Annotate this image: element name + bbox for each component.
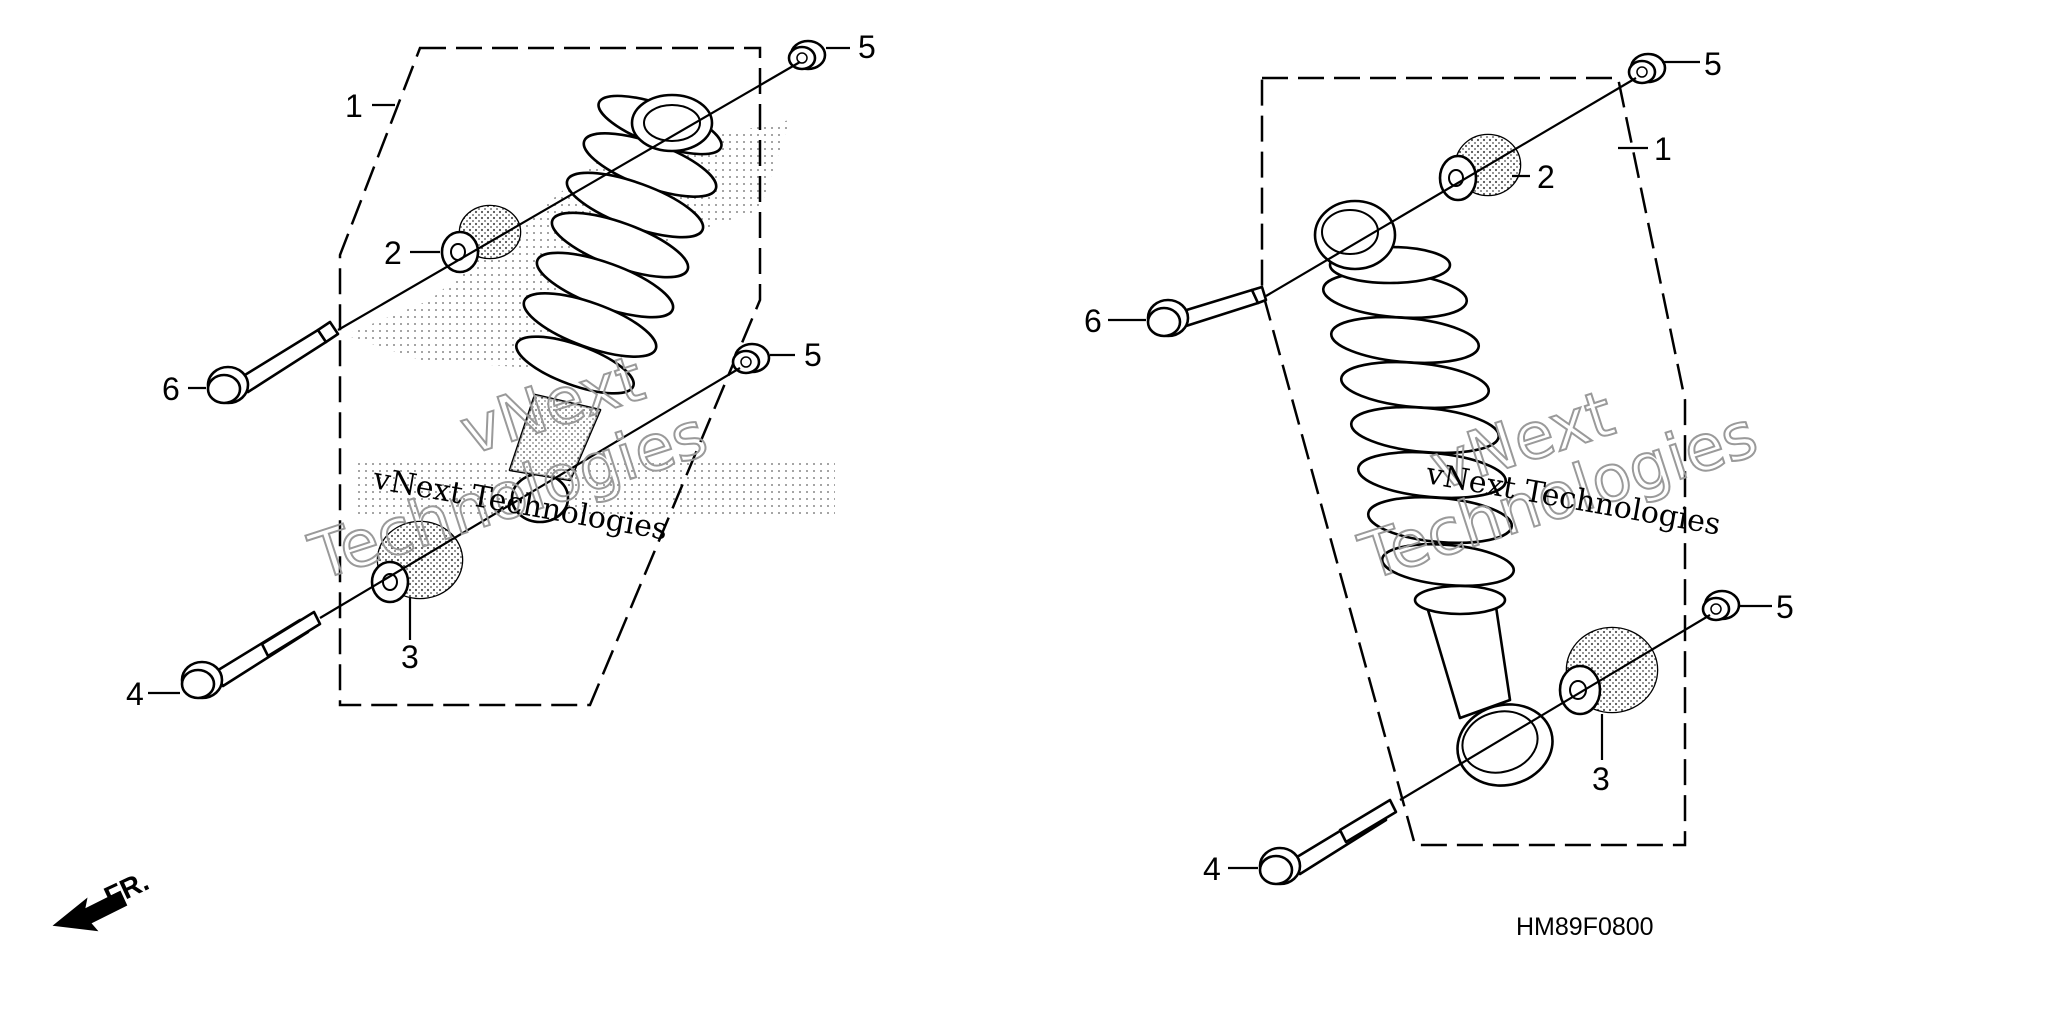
callout-6-left: 6 xyxy=(162,371,180,407)
callout-2-left: 2 xyxy=(384,235,402,271)
front-direction-arrow: FR. xyxy=(52,865,153,932)
right-assembly: 5 2 1 6 5 3 4 xyxy=(1084,46,1794,887)
callout-1-left: 1 xyxy=(345,88,363,124)
shock-absorber-right xyxy=(1313,199,1554,787)
callout-1-right: 1 xyxy=(1654,131,1672,167)
bolt-6-right xyxy=(1146,285,1268,338)
assembly-boundary-left xyxy=(338,46,762,707)
callout-5-lower-right: 5 xyxy=(1776,589,1794,625)
callout-4-right: 4 xyxy=(1203,851,1221,887)
bushing-upper-right xyxy=(1438,133,1522,202)
callout-5-mid-left: 5 xyxy=(804,337,822,373)
diagram-code: HM89F0800 xyxy=(1516,913,1654,941)
bolt-4-right xyxy=(1258,798,1398,886)
bolt-6-left xyxy=(206,320,340,405)
shock-absorber-left xyxy=(508,93,723,524)
callout-3-right: 3 xyxy=(1592,761,1610,797)
callout-6-right: 6 xyxy=(1084,303,1102,339)
callout-5-upper-left: 5 xyxy=(858,29,876,65)
bushing-lower-right xyxy=(1558,626,1659,716)
callout-3-left: 3 xyxy=(401,639,419,675)
assembly-boundary-right xyxy=(1260,76,1687,847)
bolt-4-left xyxy=(180,610,322,700)
callout-5-upper-right: 5 xyxy=(1704,46,1722,82)
bushing-lower-left xyxy=(370,520,464,604)
front-arrow-icon xyxy=(52,890,128,932)
callout-4-left: 4 xyxy=(126,676,144,712)
callout-2-right: 2 xyxy=(1537,159,1555,195)
nut-5-mid-left xyxy=(731,342,771,375)
left-assembly: 1 2 6 5 5 3 4 xyxy=(126,29,876,712)
bushing-upper-left xyxy=(440,204,522,274)
